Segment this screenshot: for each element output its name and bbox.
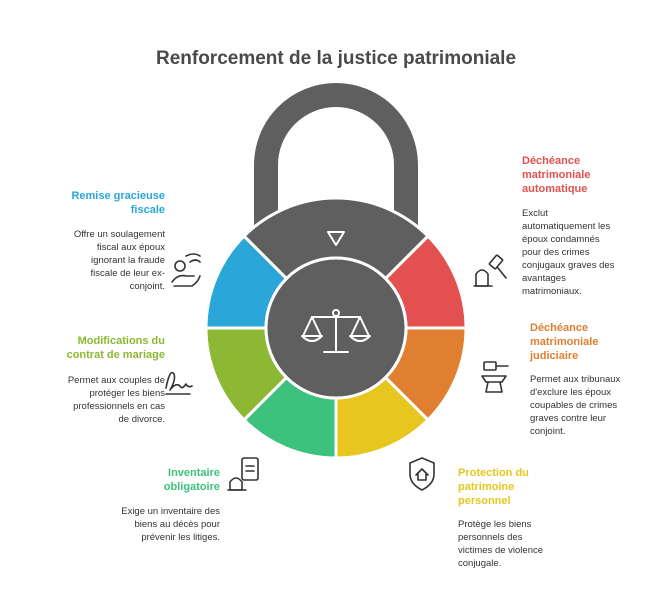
anvil-hammer-icon [481, 361, 509, 393]
item-desc-decheance-jud: Permet aux tribunaux d'exclure les époux… [530, 374, 621, 437]
item-title-modifications: Modifications du contrat de mariage [66, 335, 165, 361]
lock-shackle [254, 83, 418, 225]
scales-icon [301, 309, 371, 353]
page-title: Renforcement de la justice patrimoniale [155, 48, 517, 69]
hand-coin-icon [171, 253, 201, 287]
item-desc-modifications: Permet aux couples de protéger les biens… [67, 375, 165, 425]
item-title-inventaire: Inventaire obligatoire [163, 467, 220, 493]
gavel-tombstone-icon [473, 254, 507, 287]
item-desc-decheance-auto: Exclut automatiquement les époux condamn… [522, 208, 615, 297]
item-desc-remise: Offre un soulagement fiscal aux époux ig… [73, 229, 165, 292]
item-title-remise: Remise gracieuse fiscale [71, 190, 165, 216]
item-title-protection: Protection du patrimoine personnel [458, 467, 529, 507]
item-title-decheance-jud: Déchéance matrimoniale judiciaire [530, 322, 599, 362]
signature-icon [165, 371, 193, 395]
item-desc-inventaire: Exige un inventaire des biens au décès p… [121, 506, 220, 543]
item-desc-protection: Protège les biens personnels des victime… [458, 519, 544, 569]
shield-home-icon [409, 457, 435, 491]
keyhole-triangle-icon [327, 231, 345, 246]
inventory-icon [227, 457, 259, 491]
item-title-decheance-auto: Déchéance matrimoniale automatique [522, 155, 591, 195]
